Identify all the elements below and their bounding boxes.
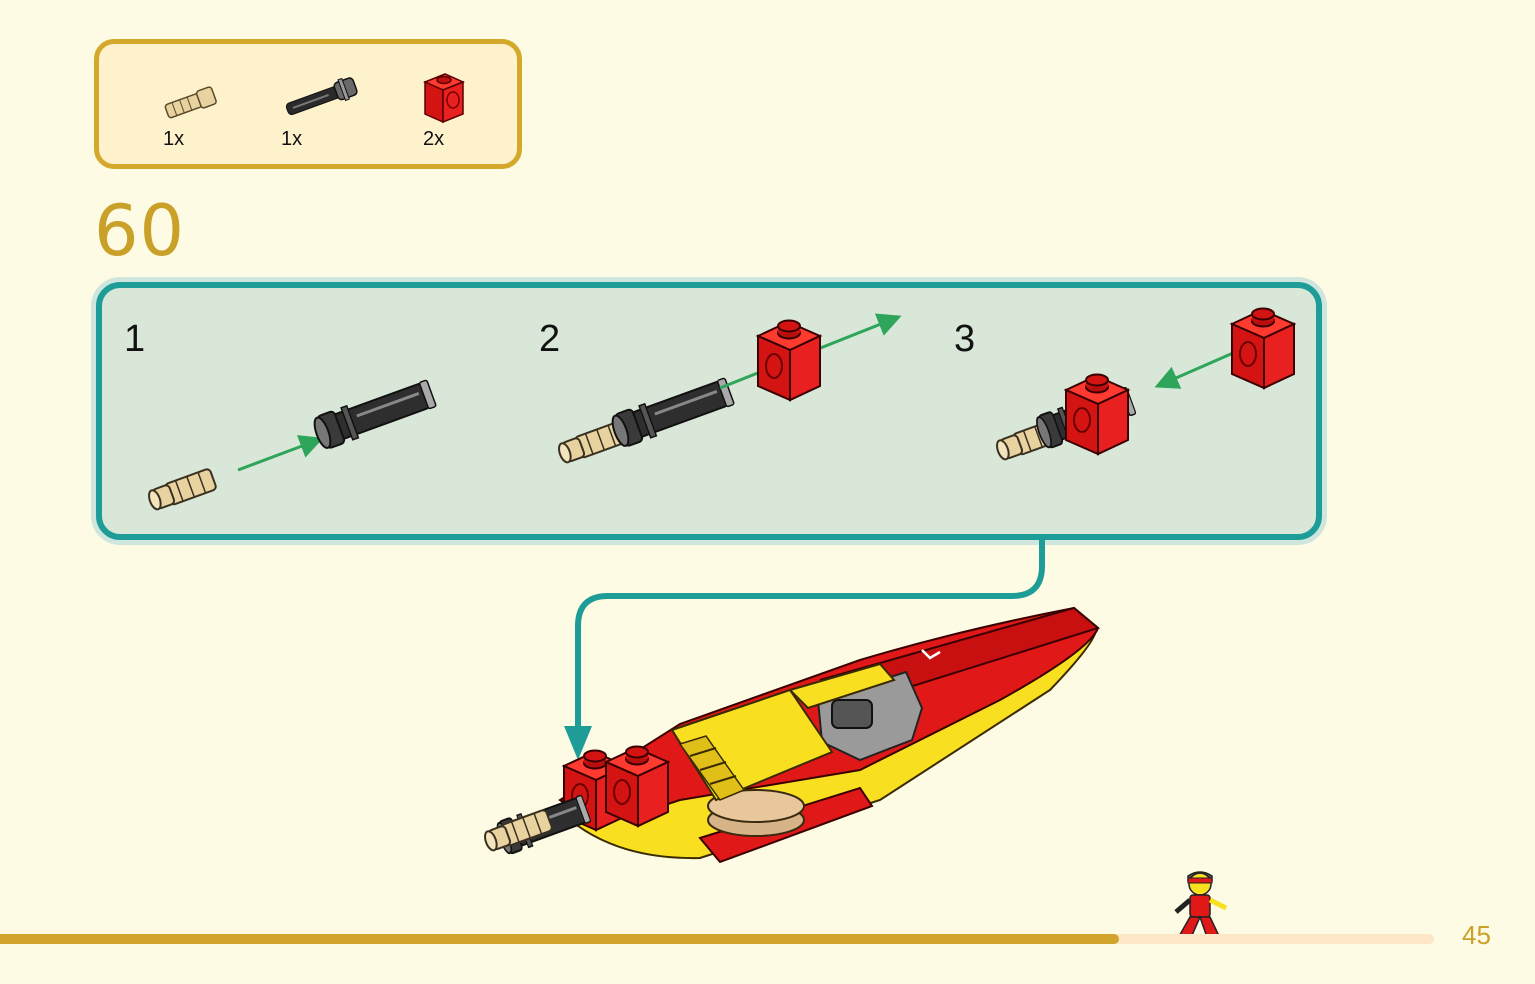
connector-arrowhead-icon [564, 726, 592, 760]
ninja-minifigure-icon [1174, 871, 1228, 941]
substep-label: 1 [124, 318, 146, 360]
green-arrow-icon [237, 435, 324, 472]
black-long-pin-icon [285, 77, 358, 116]
callout-connector [575, 540, 1045, 730]
progress-fill [0, 934, 1119, 944]
substep-label: 2 [539, 318, 561, 360]
step-number: 60 [94, 190, 186, 272]
part-tan-axle-pin: 1x [159, 82, 223, 150]
part-qty: 1x [163, 128, 185, 150]
parts-list: 1x 1x 2x [94, 39, 522, 169]
red-technic-brick-icon [423, 73, 465, 124]
part-qty: 2x [423, 128, 445, 150]
part-black-long-pin: 1x [277, 72, 369, 150]
tan-axle-pin-icon [164, 86, 217, 119]
part-red-technic-brick: 2x [417, 68, 467, 150]
substep-2-drawing [555, 313, 902, 466]
part-qty: 1x [281, 128, 303, 150]
page-number: 45 [1462, 920, 1491, 950]
boat-model [481, 606, 1101, 864]
substep-1-drawing [145, 375, 439, 513]
green-arrow-icon [1154, 348, 1241, 389]
substep-3-drawing [993, 307, 1295, 463]
substep-label: 3 [954, 318, 976, 360]
